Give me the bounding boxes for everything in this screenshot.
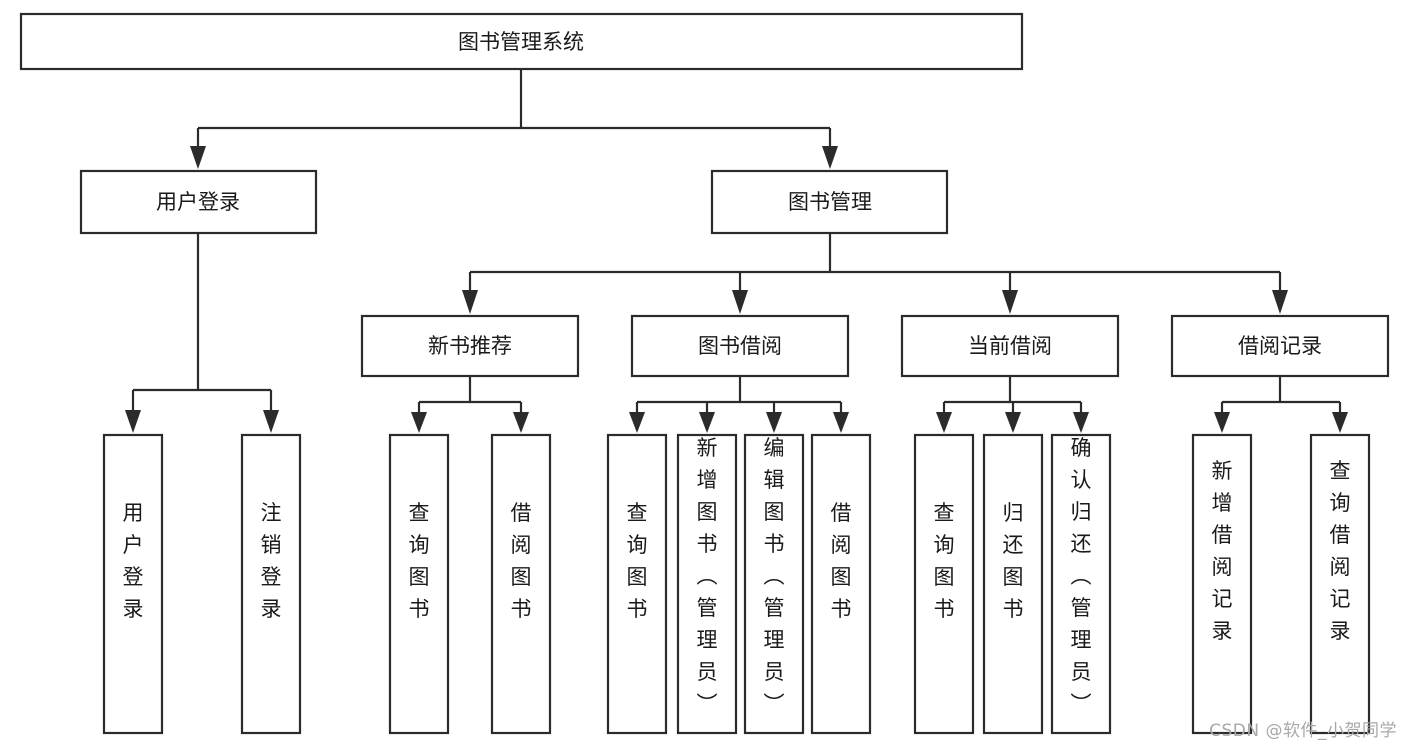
node-leaf-book-borrow-1[interactable]: 新增图书︵管理员︶ [676,433,738,735]
node-leaf-borrow-record-1-label: 查询借阅记录 [1330,459,1351,643]
connector-group-user-login [125,233,279,433]
connector-group-book-borrow [629,376,849,433]
arrow-head-ul-leaf-1 [263,410,279,433]
connector-group-book-manage [462,233,1288,314]
node-leaf-new-book-0-box [388,433,450,735]
node-leaf-user-login-0-box [102,433,164,735]
arrow-head-borrow-record [1272,290,1288,314]
node-leaf-current-borrow-0-box [913,433,975,735]
node-leaf-current-borrow-0[interactable]: 查询图书 [913,433,975,735]
node-leaf-current-borrow-1[interactable]: 归还图书 [982,433,1044,735]
node-borrow-record[interactable]: 借阅记录 [1170,314,1390,378]
connector-group-new-book [411,376,529,433]
arrow-head-cb-leaf-2 [1073,412,1089,433]
node-user-login-box [79,169,318,235]
arrow-head-user-login [190,146,206,169]
arrow-head-nb-leaf-1 [513,412,529,433]
node-user-login-label: 用户登录 [156,190,240,214]
arrow-head-cb-leaf-1 [1005,412,1021,433]
arrow-head-ul-leaf-0 [125,410,141,433]
arrow-head-bb-leaf-3 [833,412,849,433]
node-leaf-book-borrow-0-label: 查询图书 [627,501,648,621]
node-leaf-new-book-1-box [490,433,552,735]
node-leaf-book-borrow-3-box [810,433,872,735]
node-leaf-current-borrow-2-box [1050,433,1112,735]
node-leaf-new-book-0[interactable]: 查询图书 [388,433,450,735]
node-leaf-new-book-0-label: 查询图书 [409,501,430,621]
node-book-borrow[interactable]: 图书借阅 [630,314,850,378]
node-book-borrow-label: 图书借阅 [698,334,782,358]
node-book-manage-box [710,169,949,235]
connector-group-root [190,69,838,169]
arrow-head-current-borrow [1002,290,1018,314]
node-leaf-new-book-1[interactable]: 借阅图书 [490,433,552,735]
node-root-system-label: 图书管理系统 [458,30,584,54]
node-leaf-user-login-1[interactable]: 注销登录 [240,433,302,735]
arrow-head-cb-leaf-0 [936,412,952,433]
node-leaf-book-borrow-0[interactable]: 查询图书 [606,433,668,735]
node-leaf-current-borrow-1-label: 归还图书 [1003,501,1024,621]
node-leaf-current-borrow-2[interactable]: 确认归还︵管理员︶ [1050,433,1112,735]
node-leaf-book-borrow-2-label: 编辑图书︵管理员︶ [764,436,785,716]
node-leaf-current-borrow-1-box [982,433,1044,735]
connector-group-borrow-record [1214,376,1348,433]
connector-group-current-borrow [936,376,1089,433]
node-leaf-book-borrow-3-label: 借阅图书 [831,501,852,621]
node-new-book-recommend[interactable]: 新书推荐 [360,314,580,378]
arrow-head-book-manage [822,146,838,169]
arrow-head-new-book [462,290,478,314]
node-new-book-recommend-label: 新书推荐 [428,334,512,358]
node-leaf-user-login-1-label: 注销登录 [261,501,282,621]
node-current-borrow-box [900,314,1120,378]
arrow-head-bb-leaf-2 [766,412,782,433]
node-leaf-book-borrow-1-box [676,433,738,735]
node-leaf-book-borrow-1-label: 新增图书︵管理员︶ [697,436,718,716]
node-leaf-user-login-0-label: 用户登录 [123,501,144,621]
node-book-manage-label: 图书管理 [788,190,872,214]
node-leaf-user-login-1-box [240,433,302,735]
csdn-watermark: CSDN @软件_小贺同学 [1209,721,1397,741]
node-leaf-book-borrow-2-box [743,433,805,735]
node-book-manage[interactable]: 图书管理 [710,169,949,235]
arrow-head-book-borrow [732,290,748,314]
node-leaf-new-book-1-label: 借阅图书 [511,501,532,621]
node-leaf-borrow-record-1[interactable]: 查询借阅记录 [1309,433,1371,735]
node-leaf-borrow-record-0-label: 新增借阅记录 [1212,459,1233,643]
node-leaf-current-borrow-0-label: 查询图书 [934,501,955,621]
arrow-head-br-leaf-0 [1214,412,1230,433]
node-root-system[interactable]: 图书管理系统 [19,12,1024,71]
node-current-borrow-label: 当前借阅 [968,334,1052,358]
node-leaf-book-borrow-2[interactable]: 编辑图书︵管理员︶ [743,433,805,735]
arrow-head-bb-leaf-0 [629,412,645,433]
node-borrow-record-label: 借阅记录 [1238,334,1322,358]
node-current-borrow[interactable]: 当前借阅 [900,314,1120,378]
node-leaf-user-login-0[interactable]: 用户登录 [102,433,164,735]
node-root-system-box [19,12,1024,71]
node-leaf-book-borrow-0-box [606,433,668,735]
node-leaf-borrow-record-0-box [1191,433,1253,735]
node-book-borrow-box [630,314,850,378]
node-leaf-borrow-record-1-box [1309,433,1371,735]
node-leaf-book-borrow-3[interactable]: 借阅图书 [810,433,872,735]
node-leaf-current-borrow-2-label: 确认归还︵管理员︶ [1071,436,1092,716]
node-user-login[interactable]: 用户登录 [79,169,318,235]
arrow-head-nb-leaf-0 [411,412,427,433]
arrow-head-bb-leaf-1 [699,412,715,433]
node-new-book-recommend-box [360,314,580,378]
node-borrow-record-box [1170,314,1390,378]
node-leaf-borrow-record-0[interactable]: 新增借阅记录 [1191,433,1253,735]
arrow-head-br-leaf-1 [1332,412,1348,433]
